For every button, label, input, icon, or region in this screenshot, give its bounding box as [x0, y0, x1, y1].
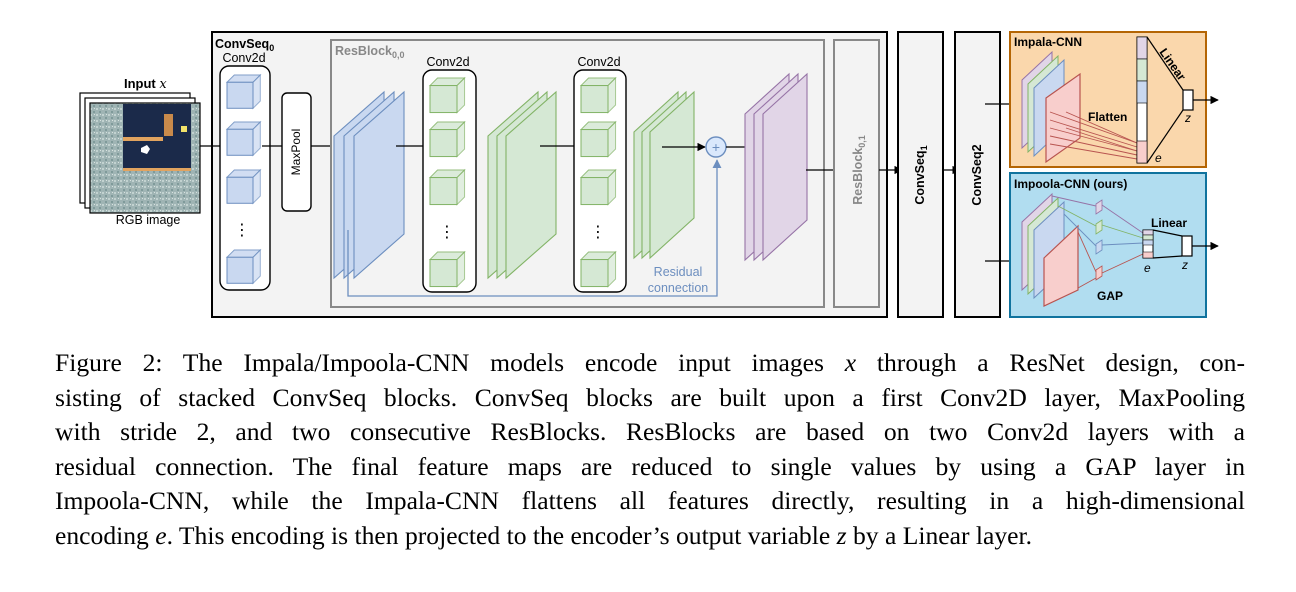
blue-cube-3-front — [226, 176, 254, 204]
gap-pools — [1095, 199, 1103, 281]
plus-sign: + — [712, 139, 720, 155]
linear2-top-line — [1152, 229, 1183, 237]
green-feature-maps-b — [633, 90, 695, 260]
linear-top-line — [1146, 36, 1184, 91]
green-cube-b-2-front — [580, 129, 609, 158]
conv2d-a-label: Conv2d — [426, 55, 469, 69]
caption-var-e: e — [155, 520, 167, 550]
conv2d-b-label: Conv2d — [577, 55, 620, 69]
green-feature-maps-a — [487, 90, 557, 280]
green-plane-a-3 — [505, 90, 557, 280]
conv2d-cube-stack — [225, 73, 262, 285]
linear2-bottom-line — [1152, 255, 1183, 259]
blue-cube-4-front — [226, 256, 254, 284]
caption-line-6: encoding e. This encoding is then projec… — [55, 520, 1033, 550]
gap-label: GAP — [1097, 289, 1123, 303]
residual-label-2: connection — [648, 281, 709, 295]
caption-line-5: Impoola-CNN, while the Impala-CNN flatte… — [55, 486, 1245, 515]
game-floor — [123, 168, 191, 171]
impoola-z-var: z — [1181, 258, 1188, 272]
gap-connection-lines — [1051, 195, 1144, 289]
impoola-title: Impoola-CNN (ours) — [1014, 177, 1127, 191]
caption-var-x: x — [844, 348, 857, 377]
blue-cube-1-front — [226, 81, 254, 109]
purple-plane-3 — [762, 72, 808, 262]
residual-label-1: Residual — [654, 265, 703, 279]
caption-line-1: Figure 2: The Impala/Impoola-CNN models … — [55, 348, 1245, 377]
conv2d-b-cube-stack — [579, 76, 617, 288]
resblock00-label: ResBlock0,0 — [335, 44, 405, 60]
impoola-e-var: e — [1144, 261, 1151, 275]
blue-plane-3 — [353, 90, 405, 280]
purple-feature-maps — [744, 72, 808, 262]
impala-z-box — [1182, 89, 1194, 111]
impoola-z-box — [1181, 235, 1193, 257]
green-cube-b-3-front — [580, 177, 609, 206]
resblock01-label: ResBlock0,1 — [851, 135, 867, 205]
caption-var-z: z — [836, 520, 847, 550]
green-plane-b-3 — [649, 90, 695, 260]
impoola-feature-maps — [1021, 192, 1079, 307]
green-cube-a-4-front — [429, 259, 458, 288]
conv2d-a-dots: ⋮ — [439, 224, 455, 241]
caption-line-4: residual connection. The final feature m… — [55, 451, 1245, 481]
convseq2-box — [954, 31, 1001, 318]
residual-connection-path — [347, 159, 722, 297]
flatten-vector — [1136, 36, 1148, 164]
convseq2-label: ConvSeq2 — [970, 144, 984, 205]
flatten-label: Flatten — [1088, 110, 1127, 124]
game-sprite — [141, 145, 150, 154]
green-cube-a-1-front — [429, 85, 458, 114]
green-cube-b-4-front — [580, 259, 609, 288]
convseq1-label: ConvSeq1 — [913, 145, 929, 204]
convseq1-box — [897, 31, 944, 318]
resblock01-box — [833, 39, 880, 308]
conv2d-label: Conv2d — [222, 51, 265, 65]
game-character — [164, 114, 173, 136]
architecture-diagram: Input x RGB image ConvSeq0 Conv2d ⋮ MaxP… — [79, 31, 1219, 318]
input-label: Input x — [124, 76, 167, 92]
conv2d-b-dots: ⋮ — [590, 224, 606, 241]
figure-caption: Figure 2: The Impala/Impoola-CNN models … — [55, 346, 1245, 553]
blue-cube-2-front — [226, 128, 254, 156]
impala-z-var: z — [1184, 111, 1191, 125]
impala-title: Impala-CNN — [1014, 35, 1082, 49]
game-wall — [123, 137, 163, 141]
linear-bottom-line — [1146, 109, 1184, 164]
green-cube-a-3-front — [429, 177, 458, 206]
maxpool-box — [281, 92, 312, 212]
pooled-vector — [1142, 229, 1154, 259]
green-cube-a-2-front — [429, 129, 458, 158]
conv2d-dots: ⋮ — [234, 222, 250, 239]
maxpool-label: MaxPool — [289, 129, 303, 176]
caption-line-3: with stride 2, and two consecutive ResBl… — [55, 417, 1245, 446]
rgb-image-label: RGB image — [116, 213, 181, 227]
impala-e-var: e — [1155, 151, 1162, 165]
green-cube-b-1-front — [580, 85, 609, 114]
blue-feature-maps — [333, 90, 405, 280]
flatten-lines — [1049, 111, 1138, 160]
caption-line-2: sisting of stacked ConvSeq blocks. ConvS… — [55, 382, 1245, 412]
convseq0-label: ConvSeq0 — [215, 37, 274, 53]
linear2-label: Linear — [1151, 216, 1187, 230]
input-image-stack: Input x RGB image — [79, 76, 201, 227]
game-pickup — [181, 126, 187, 132]
conv2d-a-cube-stack — [428, 76, 466, 288]
